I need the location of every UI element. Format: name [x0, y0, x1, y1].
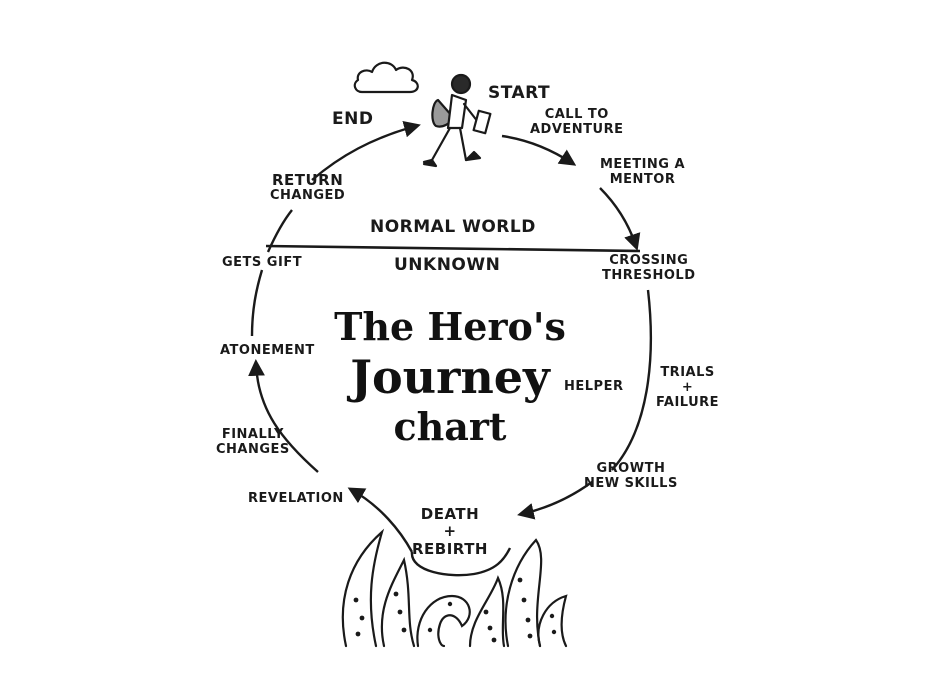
label-revelation: REVELATION: [248, 491, 344, 506]
cloud-icon: [353, 61, 419, 94]
label-crossing-threshold: CROSSING THRESHOLD: [602, 253, 696, 284]
label-meeting-mentor: MEETING A MENTOR: [600, 157, 686, 188]
label-finally-changes-line2: CHANGES: [216, 441, 290, 457]
arc-mentor-to-threshold: [599, 187, 641, 251]
label-growth-line1: GROWTH: [596, 461, 666, 476]
abyss-bowl: [410, 547, 512, 577]
label-call-to-adventure-line2: ADVENTURE: [530, 121, 624, 137]
label-trials-line1: TRIALS: [660, 365, 715, 380]
arc-threshold-to-growth: [611, 289, 653, 471]
title-line-3: chart: [393, 404, 507, 449]
title-line-1: The Hero's: [334, 304, 566, 349]
label-trials-failure: TRIALS + FAILURE: [656, 365, 720, 411]
hiker-icon: [422, 73, 492, 168]
label-return-changed-line2: CHANGED: [270, 188, 346, 204]
label-death-line2: +: [443, 522, 457, 541]
label-end: END: [332, 109, 374, 129]
arc-revelation-to-atonement: [248, 358, 319, 473]
arc-rebirth-to-revelation: [347, 487, 414, 553]
label-atonement: ATONEMENT: [220, 343, 315, 358]
label-death-line3: REBIRTH: [412, 539, 488, 558]
label-gets-gift: GETS GIFT: [222, 255, 303, 270]
label-normal-world: NORMAL WORLD: [370, 217, 536, 237]
arc-return-to-end: [311, 120, 421, 181]
label-call-to-adventure-line1: CALL TO: [544, 107, 609, 122]
label-helper: HELPER: [564, 379, 624, 394]
arc-start-to-mentor: [501, 134, 577, 166]
label-call-to-adventure: CALL TO ADVENTURE: [530, 107, 624, 138]
label-meeting-mentor-line1: MEETING A: [600, 157, 686, 172]
label-growth: GROWTH NEW SKILLS: [584, 461, 678, 492]
label-crossing-threshold-line1: CROSSING: [609, 253, 689, 268]
arc-growth-to-death: [517, 481, 593, 520]
title-line-2: Journey: [350, 350, 550, 404]
label-start: START: [488, 83, 551, 103]
label-death-rebirth: DEATH + REBIRTH: [412, 505, 488, 558]
arc-gift-to-return: [266, 209, 293, 253]
label-return-changed: RETURN CHANGED: [270, 171, 346, 204]
label-trials-line2: +: [681, 379, 694, 395]
label-finally-changes-line1: FINALLY: [221, 427, 284, 442]
label-growth-line2: NEW SKILLS: [584, 475, 678, 491]
tentacles-icon: [341, 528, 568, 648]
label-crossing-threshold-line2: THRESHOLD: [602, 267, 696, 283]
label-finally-changes: FINALLY CHANGES: [216, 427, 290, 458]
label-death-line1: DEATH: [420, 505, 480, 523]
label-return-changed-line1: RETURN: [271, 171, 344, 189]
label-trials-line3: FAILURE: [656, 394, 720, 410]
label-meeting-mentor-line2: MENTOR: [609, 171, 676, 187]
arc-atonement-to-gift: [250, 269, 264, 337]
label-unknown: UNKNOWN: [394, 255, 501, 275]
threshold-line: [265, 244, 641, 253]
